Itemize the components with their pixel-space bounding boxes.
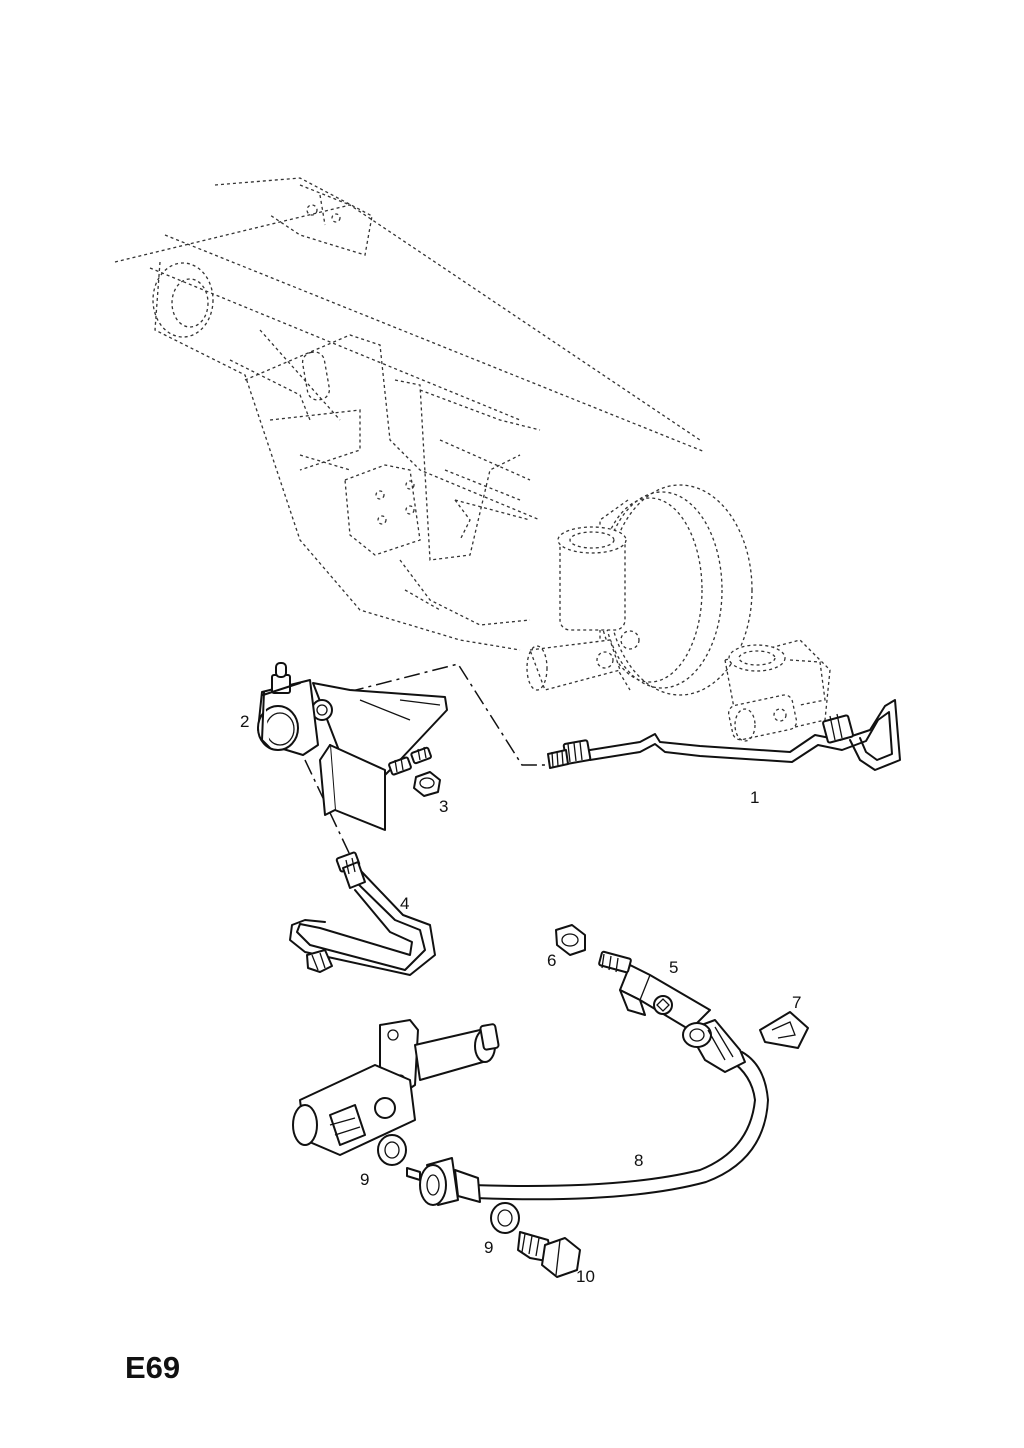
- grommet-part-6: [555, 924, 586, 956]
- callout-8: 8: [634, 1151, 643, 1170]
- nut-part-3: [413, 771, 441, 797]
- callout-3: 3: [439, 797, 448, 816]
- brake-servo-ghost: [526, 484, 753, 696]
- diagram-code: E69: [125, 1350, 180, 1385]
- sealing-washer-part-9a: [377, 1134, 407, 1166]
- clutch-master-cylinder-ghost: [724, 639, 831, 742]
- callout-2: 2: [240, 712, 249, 731]
- hose-bracket-part-5: [598, 950, 711, 1031]
- sealing-washer-part-9b: [490, 1202, 520, 1234]
- flexible-hose-part-8: [406, 1019, 769, 1206]
- clutch-pipe-part-1: [547, 699, 901, 771]
- retaining-clip-part-7: [759, 1011, 809, 1049]
- slave-cylinder: [292, 1019, 500, 1156]
- vehicle-body-ghost: [114, 177, 706, 651]
- banjo-bolt-part-10: [517, 1231, 581, 1278]
- callout-labels: 1 2 3 4 5 6 7 8 9 9 10: [240, 712, 801, 1286]
- callout-9a: 9: [360, 1170, 369, 1189]
- callout-5: 5: [669, 958, 678, 977]
- callout-10: 10: [576, 1267, 595, 1286]
- callout-1: 1: [750, 788, 759, 807]
- callout-7: 7: [792, 993, 801, 1012]
- callout-9b: 9: [484, 1238, 493, 1257]
- callout-4: 4: [400, 894, 409, 913]
- clutch-pipe-part-4: [289, 851, 436, 976]
- hydraulic-block-part-2: [257, 662, 448, 831]
- callout-6: 6: [547, 951, 556, 970]
